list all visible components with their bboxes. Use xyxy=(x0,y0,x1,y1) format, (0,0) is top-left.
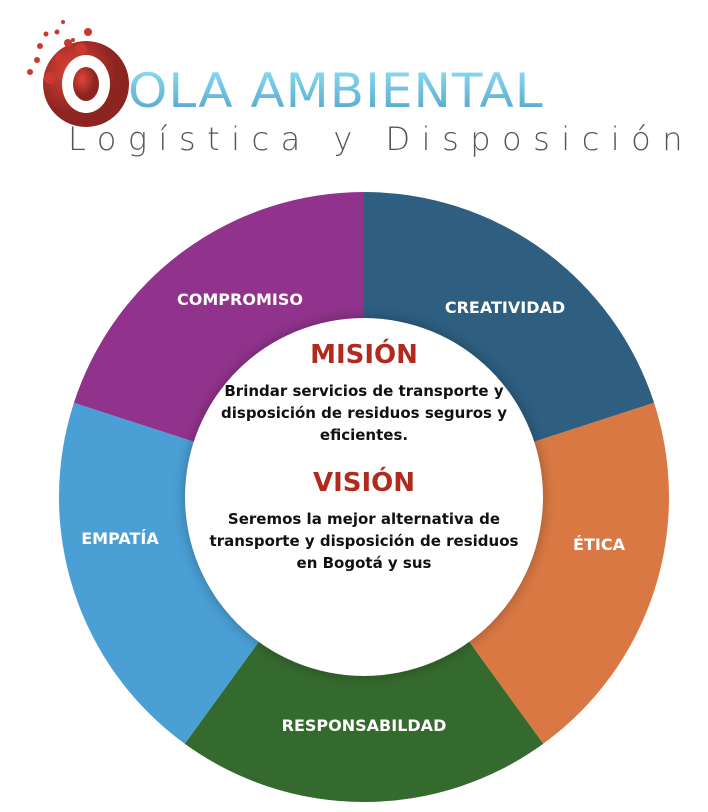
segment-label-compromiso: COMPROMISO xyxy=(177,290,303,309)
segment-label-empatia: EMPATÍA xyxy=(81,529,159,548)
mission-title: MISIÓN xyxy=(310,340,418,370)
logo-o-icon xyxy=(27,20,129,127)
mission-text: Brindar servicios de transporte y dispos… xyxy=(221,382,507,444)
segment-label-creatividad: CREATIVIDAD xyxy=(445,298,565,317)
mission-vision-panel: MISIÓN Brindar servicios de transporte y… xyxy=(205,340,523,574)
segment-empatía xyxy=(58,402,276,744)
vision-text: Seremos la mejor alternativa de transpor… xyxy=(209,510,519,572)
segment-label-etica: ÉTICA xyxy=(573,535,626,554)
company-logo: OLA AMBIENTAL Logística y Disposición xyxy=(0,0,708,170)
segment-responsabildad xyxy=(184,618,544,803)
segment-creatividad xyxy=(364,192,655,451)
inner-circle xyxy=(185,318,543,676)
vision-title: VISIÓN xyxy=(312,468,416,498)
segment-label-responsabilidad: RESPONSABILDAD xyxy=(282,716,447,735)
values-wheel: CREATIVIDAD ÉTICA RESPONSABILDAD EMPATÍA… xyxy=(58,192,670,803)
segment-ética xyxy=(452,402,670,744)
logo-tagline: Logística y Disposición xyxy=(68,120,695,158)
logo-brand-text: OLA AMBIENTAL xyxy=(128,63,544,119)
segment-compromiso xyxy=(73,192,364,451)
